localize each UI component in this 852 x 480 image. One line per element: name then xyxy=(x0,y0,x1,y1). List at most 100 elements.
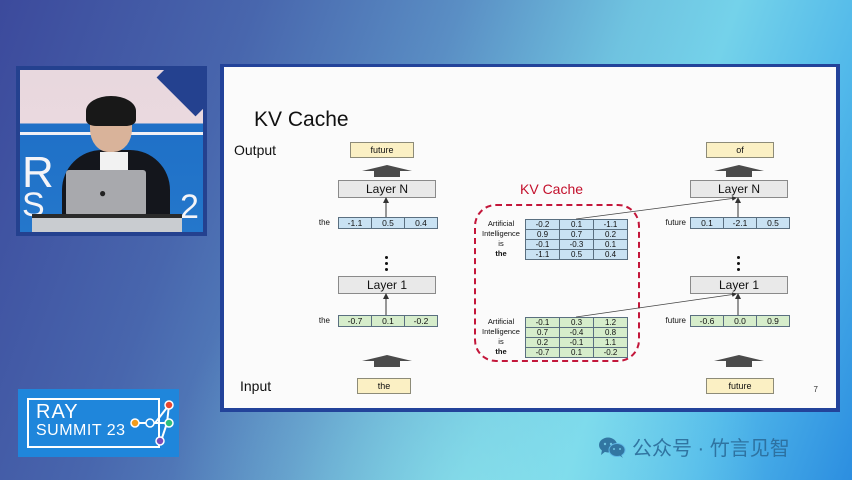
ray-summit-logo: RAY SUMMIT 23 xyxy=(18,389,179,457)
watermark: 公众号 · 竹言见智 xyxy=(598,432,790,461)
matrix-cell: -0.2 xyxy=(526,220,560,229)
matrix-cell: 0.9 xyxy=(526,230,560,239)
kv-cache-top-token-labels: Artificial Intelligence is the xyxy=(476,219,526,259)
right-input-arrow-icon xyxy=(714,355,764,367)
matrix-cell: 0.1 xyxy=(560,220,594,229)
vector-cell: 0.1 xyxy=(372,316,405,326)
speaker-hair xyxy=(86,96,136,126)
matrix-cell: 0.1 xyxy=(560,348,594,357)
ray-network-icon xyxy=(130,400,174,446)
matrix-cell: -0.2 xyxy=(594,348,627,357)
matrix-cell: -0.1 xyxy=(526,318,560,327)
vector-cell: 0.1 xyxy=(691,218,724,228)
right-bottom-vector-token: future xyxy=(665,316,686,325)
apple-logo-icon: ● xyxy=(99,186,107,200)
right-bottom-vector: -0.6 0.0 0.9 xyxy=(690,315,790,327)
vector-cell: -0.7 xyxy=(339,316,372,326)
matrix-cell: -0.7 xyxy=(526,348,560,357)
matrix-cell: 0.4 xyxy=(594,250,627,259)
cache-token-label: Artificial xyxy=(487,219,515,228)
laptop: ● xyxy=(66,170,146,216)
right-top-vector: 0.1 -2.1 0.5 xyxy=(690,217,790,229)
vector-cell: -0.6 xyxy=(691,316,724,326)
wechat-icon xyxy=(599,437,626,458)
vector-cell: -1.1 xyxy=(339,218,372,228)
left-bottom-vector-token: the xyxy=(318,316,330,325)
logo-line2: SUMMIT 23 xyxy=(36,422,126,439)
left-input-arrow-icon xyxy=(362,355,412,367)
podium xyxy=(32,214,182,232)
backdrop-letter: 2 xyxy=(180,188,199,226)
vector-cell: 0.5 xyxy=(757,218,789,228)
matrix-cell: -1.1 xyxy=(526,250,560,259)
left-input-token: the xyxy=(357,378,411,394)
input-label: Input xyxy=(240,378,272,394)
speaker-video: R S 2 ● xyxy=(16,66,207,236)
right-layer-1: Layer 1 xyxy=(690,276,788,294)
matrix-cell: 1.1 xyxy=(594,338,627,347)
left-output-token: future xyxy=(350,142,414,158)
left-top-vector: -1.1 0.5 0.4 xyxy=(338,217,438,229)
matrix-cell: 0.8 xyxy=(594,328,627,337)
right-output-arrow-icon xyxy=(714,165,764,177)
slide: KV Cache Output Input future Layer N the… xyxy=(224,67,836,408)
kv-cache-box xyxy=(474,204,640,362)
matrix-cell: -0.1 xyxy=(560,338,594,347)
vector-cell: 0.0 xyxy=(724,316,757,326)
left-top-vector-token: the xyxy=(318,218,330,227)
cache-token-label: the xyxy=(495,249,507,258)
cache-token-label: Intelligence xyxy=(482,327,520,336)
logo-node xyxy=(145,418,155,428)
logo-node xyxy=(130,418,140,428)
matrix-cell: 0.2 xyxy=(526,338,560,347)
cache-token-label: the xyxy=(495,347,507,356)
left-output-arrow-icon xyxy=(362,165,412,177)
left-bottom-vector: -0.7 0.1 -0.2 xyxy=(338,315,438,327)
output-label: Output xyxy=(234,142,277,158)
watermark-text: 公众号 · 竹言见智 xyxy=(632,438,790,460)
connector-lines xyxy=(383,196,741,318)
matrix-cell: 0.7 xyxy=(526,328,560,337)
backdrop-letter: R xyxy=(22,148,54,197)
matrix-cell: -1.1 xyxy=(594,220,627,229)
vector-cell: -2.1 xyxy=(724,218,757,228)
matrix-cell: 0.7 xyxy=(560,230,594,239)
cache-token-label: is xyxy=(498,239,504,248)
matrix-cell: 0.1 xyxy=(594,240,627,249)
slide-frame: KV Cache Output Input future Layer N the… xyxy=(220,64,840,412)
matrix-cell: 0.2 xyxy=(594,230,627,239)
right-input-token: future xyxy=(706,378,774,394)
vector-cell: 0.9 xyxy=(757,316,789,326)
matrix-cell: -0.4 xyxy=(560,328,594,337)
matrix-cell: 0.3 xyxy=(560,318,594,327)
logo-node xyxy=(164,400,174,410)
slide-title: KV Cache xyxy=(254,108,349,131)
cache-top-to-layer-n-line xyxy=(575,196,737,220)
matrix-cell: 1.2 xyxy=(594,318,627,327)
ellipsis-dots xyxy=(737,256,741,274)
cache-token-label: is xyxy=(498,337,504,346)
vector-cell: 0.4 xyxy=(405,218,437,228)
kv-cache-bottom-token-labels: Artificial Intelligence is the xyxy=(476,317,526,357)
matrix-cell: -0.3 xyxy=(560,240,594,249)
right-top-vector-token: future xyxy=(665,218,686,227)
vector-cell: 0.5 xyxy=(372,218,405,228)
cache-bottom-to-layer-1-line xyxy=(575,292,737,318)
cache-token-label: Artificial xyxy=(487,317,515,326)
kv-cache-title: KV Cache xyxy=(520,181,584,197)
logo-node xyxy=(155,436,165,446)
ellipsis-dots xyxy=(385,256,389,274)
matrix-cell: 0.5 xyxy=(560,250,594,259)
page-number: 7 xyxy=(813,385,818,394)
right-output-token: of xyxy=(706,142,774,158)
